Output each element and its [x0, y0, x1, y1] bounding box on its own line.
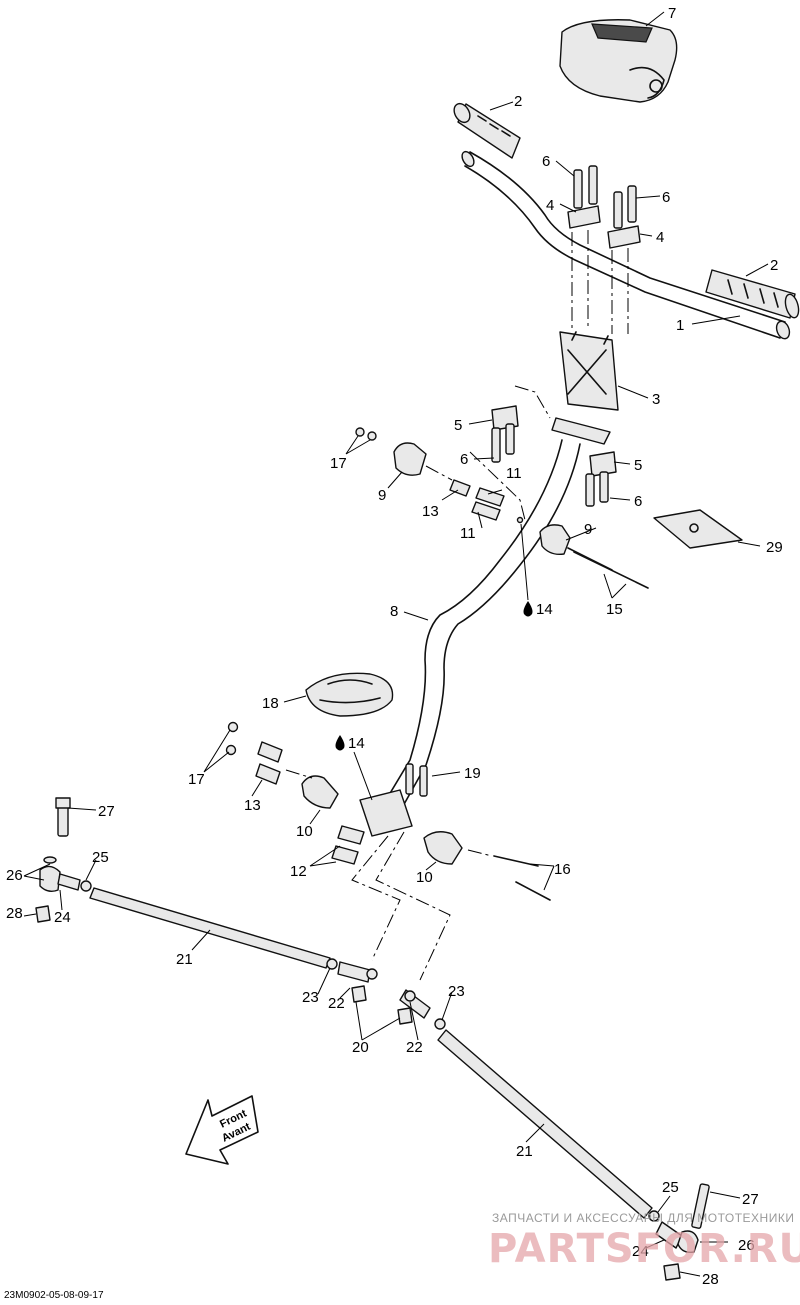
lower-bushing-set [225, 721, 551, 901]
diagram-reference-code: 23M0902-05-08-09-17 [4, 1290, 104, 1301]
upper-bushing-set [355, 427, 649, 589]
callout-17-b: 17 [188, 771, 205, 788]
lubricant-callout-b: 14 [335, 735, 365, 752]
callout-5-b: 5 [634, 457, 642, 474]
callout-28-b: 28 [702, 1271, 719, 1288]
callout-22-a: 22 [328, 995, 345, 1012]
watermark-brand: PARTSFOR.RU [488, 1226, 800, 1272]
callout-12: 12 [290, 863, 307, 880]
handlebar-part [461, 150, 791, 340]
callout-27-b: 27 [742, 1191, 759, 1208]
callout-18: 18 [262, 695, 279, 712]
svg-text:14: 14 [348, 735, 365, 752]
callout-4-a: 4 [546, 197, 554, 214]
callout-11-a: 11 [506, 465, 522, 482]
grip-upper-part [453, 102, 521, 159]
mid-clamp-bolts [491, 405, 617, 507]
callout-26-b: 26 [738, 1237, 755, 1254]
callout-labels: 7 2 2 1 3 6 6 4 4 5 6 5 6 17 9 13 11 11 … [6, 5, 783, 1288]
tie-rod-right [397, 989, 710, 1281]
lubricant-callout-a: 14 [523, 601, 553, 618]
callout-29: 29 [766, 539, 783, 556]
cover-part [305, 672, 394, 717]
callout-11-b: 11 [460, 525, 476, 542]
callout-19: 19 [464, 765, 481, 782]
callout-20: 20 [352, 1039, 369, 1056]
callout-13-a: 13 [422, 503, 439, 520]
callout-9-b: 9 [584, 521, 592, 538]
callout-2-right: 2 [770, 257, 778, 274]
callout-6-b: 6 [662, 189, 670, 206]
callout-16: 16 [554, 861, 571, 878]
callout-8: 8 [390, 603, 398, 620]
riser-block-part [559, 331, 619, 411]
callout-13-b: 13 [244, 797, 261, 814]
steering-column-part [359, 417, 611, 837]
callout-5-a: 5 [454, 417, 462, 434]
callout-4-b: 4 [656, 229, 664, 246]
callout-24-a: 24 [54, 909, 71, 926]
callout-23-a: 23 [302, 989, 319, 1006]
callout-3: 3 [652, 391, 660, 408]
callout-27-a: 27 [98, 803, 115, 820]
front-direction-arrow: Front Avant [185, 1095, 259, 1165]
callout-6-c: 6 [460, 451, 468, 468]
callout-15: 15 [606, 601, 623, 618]
watermark: ЗАПЧАСТИ И АКСЕССУАРЫ ДЛЯ МОТОТЕХНИКИ PA… [488, 1211, 800, 1272]
lubricant-drop-icon [335, 735, 345, 751]
grip-right-part [705, 269, 800, 319]
callout-28-a: 28 [6, 905, 23, 922]
callout-10-b: 10 [416, 869, 433, 886]
svg-text:14: 14 [536, 601, 553, 618]
watermark-caption: ЗАПЧАСТИ И АКСЕССУАРЫ ДЛЯ МОТОТЕХНИКИ [492, 1211, 794, 1225]
callout-21-a: 21 [176, 951, 193, 968]
callout-2-top: 2 [514, 93, 522, 110]
callout-25-b: 25 [662, 1179, 679, 1196]
callout-21-b: 21 [516, 1143, 533, 1160]
callout-7: 7 [668, 5, 676, 22]
leader-lines [23, 11, 769, 1277]
callout-1: 1 [676, 317, 684, 334]
plate-part [653, 509, 743, 549]
callout-9-a: 9 [378, 487, 386, 504]
callout-23-b: 23 [448, 983, 465, 1000]
callout-24-b: 24 [632, 1243, 649, 1260]
tie-rod-left [89, 887, 378, 1003]
callout-6-a: 6 [542, 153, 550, 170]
handlebar-pad-part [559, 19, 678, 103]
callout-6-d: 6 [634, 493, 642, 510]
callout-25-a: 25 [92, 849, 109, 866]
tie-rod-end-left [35, 797, 92, 923]
callout-26-a: 26 [6, 867, 23, 884]
callout-10-a: 10 [296, 823, 313, 840]
callout-22-b: 22 [406, 1039, 423, 1056]
lubricant-drop-icon [523, 601, 533, 617]
upper-clamp-bolts [567, 165, 641, 249]
callout-17-a: 17 [330, 455, 347, 472]
